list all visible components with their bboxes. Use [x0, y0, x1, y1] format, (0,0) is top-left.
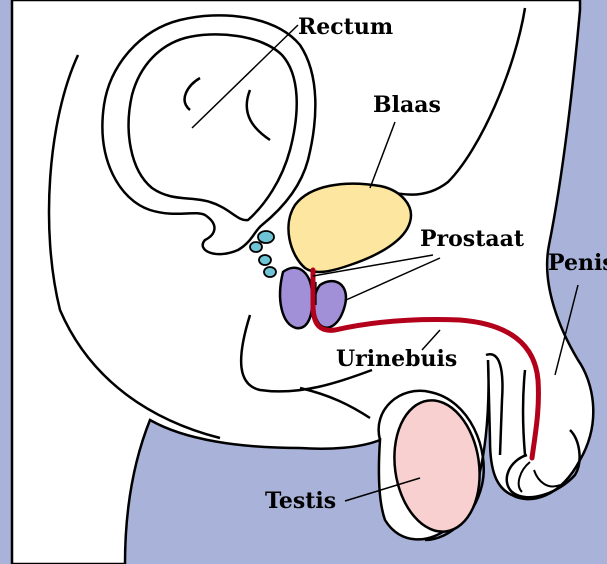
penis-label: Penis: [548, 250, 607, 276]
urethra-label: Urinebuis: [336, 346, 457, 372]
prostate-label: Prostaat: [420, 226, 525, 252]
prostate-left-lobe: [280, 268, 312, 328]
testis-label: Testis: [265, 488, 336, 514]
gland-dot-3: [259, 255, 271, 265]
bladder-label: Blaas: [373, 92, 441, 118]
gland-dot-2: [250, 242, 262, 252]
rectum-label: Rectum: [298, 14, 393, 40]
gland-dot-1: [258, 231, 274, 243]
gland-dot-4: [264, 267, 276, 277]
